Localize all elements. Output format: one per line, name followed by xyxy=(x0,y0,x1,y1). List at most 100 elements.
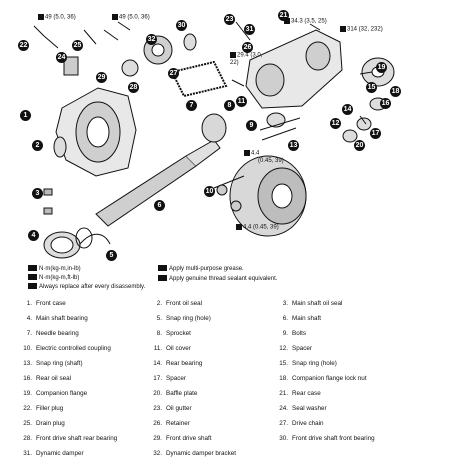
callout-15: 15 xyxy=(366,82,377,93)
part-name: Snap ring (hole) xyxy=(166,315,211,322)
part-number: 14. xyxy=(153,360,162,367)
callout-24: 24 xyxy=(56,52,67,63)
part-number: 31. xyxy=(23,450,32,457)
callout-21: 21 xyxy=(278,10,289,21)
parts-list-row: 7. Needle bearing 8. Sprocket 9. Bolts xyxy=(20,328,470,340)
callout-8: 8 xyxy=(224,100,235,111)
part-number: 12. xyxy=(279,345,288,352)
part-number: 21. xyxy=(279,390,288,397)
callout-20: 20 xyxy=(354,140,365,151)
callout-6: 6 xyxy=(154,200,165,211)
part-number: 7. xyxy=(26,330,32,337)
callout-16: 16 xyxy=(380,98,391,109)
torque-icon xyxy=(236,224,242,230)
callout-14: 14 xyxy=(342,104,353,115)
part-name: Main shaft bearing xyxy=(36,315,88,322)
part-name: Needle bearing xyxy=(36,330,79,337)
callout-13: 13 xyxy=(288,140,299,151)
part-name: Electric controlled coupling xyxy=(36,345,111,352)
exploded-view-drawing xyxy=(33,21,395,259)
torque-icon xyxy=(112,14,118,20)
part-number: 25. xyxy=(23,420,32,427)
callout-11: 11 xyxy=(236,96,247,107)
front-oil-seal-shape xyxy=(53,136,67,158)
callout-25: 25 xyxy=(72,40,83,51)
callout-12: 12 xyxy=(330,118,341,129)
torque-icon xyxy=(340,26,346,32)
part-number: 19. xyxy=(23,390,32,397)
part-number: 28. xyxy=(23,435,32,442)
part-name: Sprocket xyxy=(166,330,191,337)
part-number: 15. xyxy=(279,360,288,367)
torque-symbol-icon xyxy=(28,274,37,281)
callout-17: 17 xyxy=(370,128,381,139)
part-number: 5. xyxy=(156,315,162,322)
part-name: Oil gutter xyxy=(166,405,192,412)
part-number: 1. xyxy=(26,300,32,307)
part-name: Main shaft xyxy=(292,315,322,322)
part-number: 3. xyxy=(282,300,288,307)
callout-22: 22 xyxy=(18,40,29,51)
torque-icon xyxy=(284,18,290,24)
legend-grease-note: Apply multi-purpose grease. xyxy=(158,265,244,273)
callout-5: 5 xyxy=(106,250,117,261)
callout-4: 4 xyxy=(28,230,39,241)
part-number: 22. xyxy=(23,405,32,412)
torque-icon xyxy=(38,14,44,20)
part-number: 18. xyxy=(279,375,288,382)
legend-replace-note: Always replace after every disassembly. xyxy=(28,283,145,291)
part-name: Front drive shaft xyxy=(166,435,212,442)
part-number: 9. xyxy=(282,330,288,337)
legend-torque-unit-alt: N·m(kg-m,ft-lb) xyxy=(28,274,79,282)
legend-torque-unit: N·m(kg-m,in-lb) xyxy=(28,265,81,273)
drive-chain-shape xyxy=(170,60,228,98)
callout-32: 32 xyxy=(146,34,157,45)
callout-29: 29 xyxy=(96,72,107,83)
grease-symbol-icon xyxy=(158,265,167,272)
legend-sealant-note: Apply genuine thread sealant equivalent. xyxy=(158,275,277,283)
part-name: Rear oil seal xyxy=(36,375,71,382)
part-number: 26. xyxy=(153,420,162,427)
torque-spec-1: 49 (5.0, 36) xyxy=(38,14,76,22)
callout-2: 2 xyxy=(32,140,43,151)
part-name: Dynamic damper bracket xyxy=(166,450,236,457)
part-name: Main shaft oil seal xyxy=(292,300,343,307)
part-number: 2. xyxy=(156,300,162,307)
part-number: 10. xyxy=(23,345,32,352)
part-name: Rear case xyxy=(292,390,321,397)
part-name: Retainer xyxy=(166,420,190,427)
torque-spec-2: 49 (5.0, 36) xyxy=(112,14,150,22)
part-name: Spacer xyxy=(166,375,186,382)
torque-spec-8: 4.4 (0.45, 39) xyxy=(236,224,279,232)
part-name: Bolts xyxy=(292,330,306,337)
part-number: 13. xyxy=(23,360,32,367)
torque-spec-3: 34.3 (3.5, 25) xyxy=(284,18,327,26)
part-name: Baffle plate xyxy=(166,390,198,397)
callout-28: 28 xyxy=(128,82,139,93)
torque-spec-6: 4.4 xyxy=(244,150,259,158)
part-number: 4. xyxy=(26,315,32,322)
torque-icon xyxy=(230,52,236,58)
callout-7: 7 xyxy=(186,100,197,111)
callout-3: 3 xyxy=(32,188,43,199)
exploded-view-diagram: 1 2 3 4 5 6 7 8 9 10 11 12 13 14 15 16 1… xyxy=(18,10,401,261)
part-name: Rear bearing xyxy=(166,360,203,367)
part-name: Front drive shaft rear bearing xyxy=(36,435,118,442)
part-name: Companion flange xyxy=(36,390,88,397)
part-name: Drain plug xyxy=(36,420,65,427)
callout-30: 30 xyxy=(176,20,187,31)
part-number: 29. xyxy=(153,435,162,442)
part-number: 8. xyxy=(156,330,162,337)
torque-symbol-icon xyxy=(28,265,37,272)
part-number: 24. xyxy=(279,405,288,412)
callout-10: 10 xyxy=(204,186,215,197)
part-name: Front oil seal xyxy=(166,300,203,307)
part-name: Companion flange lock nut xyxy=(292,375,367,382)
callout-31: 31 xyxy=(244,24,255,35)
